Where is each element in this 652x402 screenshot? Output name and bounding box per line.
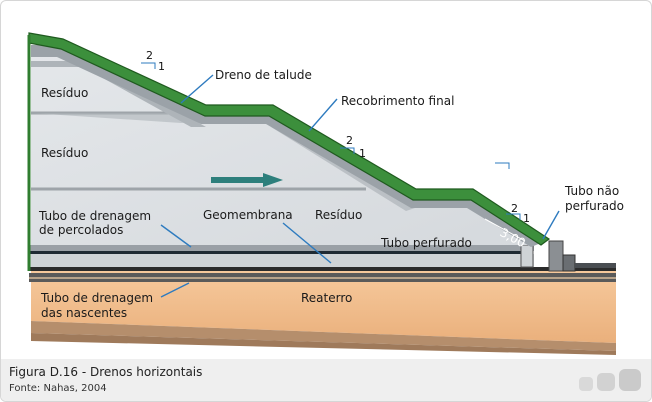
label-residuo-3: Resíduo [315, 208, 362, 222]
label-residuo-2: Resíduo [41, 146, 88, 160]
non-perforated-pipe [548, 240, 616, 272]
label-recobrimento: Recobrimento final [341, 94, 454, 108]
caption-title: Figura D.16 - Drenos horizontais [9, 365, 203, 379]
label-tubo-nao-perfurado-2: perfurado [565, 199, 624, 213]
slope-ratio-2: 2 1 [340, 134, 366, 160]
flow-arrow-icon [211, 173, 283, 187]
base-liner [29, 244, 616, 271]
label-tubo-nascentes-1: Tubo de drenagem [40, 291, 153, 305]
slope-ratio-1: 2 1 [141, 49, 165, 73]
label-tubo-perfurado: Tubo perfurado [380, 236, 472, 250]
slope-drain [31, 45, 541, 247]
leader-lines [160, 74, 560, 298]
publisher-logo-icon [579, 369, 641, 391]
label-tubo-percolados-1: Tubo de drenagem [38, 209, 151, 223]
landfill-cross-section-diagram: 2 1 2 1 2 1 3,00 Resíduo [27, 32, 624, 355]
label-tubo-nascentes-2: das nascentes [41, 306, 127, 320]
label-tubo-nao-perfurado-1: Tubo não [564, 184, 619, 198]
svg-text:2: 2 [346, 134, 353, 147]
svg-text:2: 2 [146, 49, 153, 62]
spring-drainage-layer [29, 273, 616, 282]
label-geomembrana: Geomembrana [203, 208, 293, 222]
svg-text:1: 1 [359, 147, 366, 160]
svg-text:1: 1 [158, 60, 165, 73]
svg-text:2: 2 [511, 202, 518, 215]
label-residuo-1: Resíduo [41, 86, 88, 100]
label-reaterro: Reaterro [301, 291, 352, 305]
label-tubo-percolados-2: de percolados [39, 223, 123, 237]
slope-ratio-mark [495, 162, 510, 169]
slope-ratio-3: 2 1 [506, 202, 530, 225]
label-dreno-talude: Dreno de talude [215, 68, 312, 82]
final-cover [28, 32, 551, 246]
caption-source: Fonte: Nahas, 2004 [9, 383, 107, 394]
figure-caption: Figura D.16 - Drenos horizontais Fonte: … [1, 359, 651, 401]
svg-text:1: 1 [523, 212, 530, 225]
